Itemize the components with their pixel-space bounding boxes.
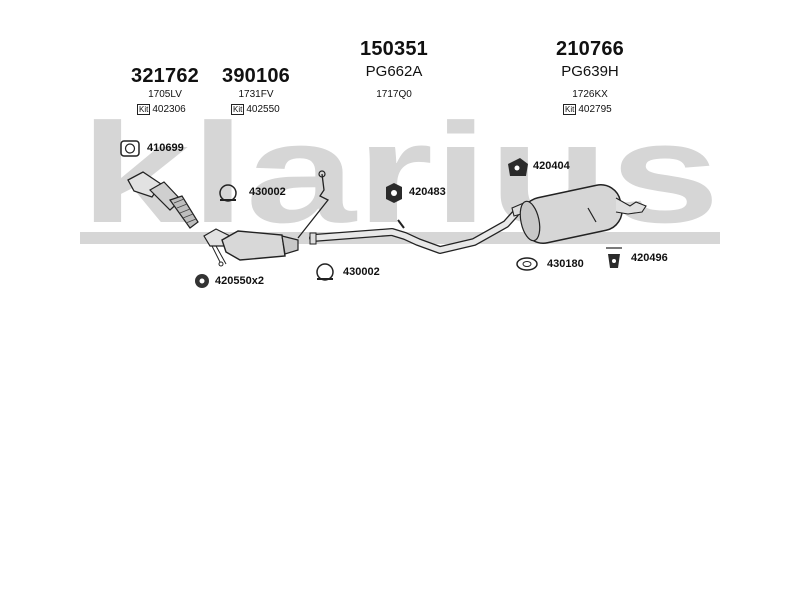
mount-bracket-icon [606, 247, 622, 268]
gasket-410699-drawing [120, 140, 140, 157]
kit-number: 402306 [152, 104, 186, 115]
rubber-mount-icon [386, 183, 402, 203]
kit-402795: Kit 402795 [563, 104, 612, 115]
part-ref-1717q0: 1717Q0 [376, 89, 412, 100]
accessory-430002-a: 430002 [249, 186, 286, 198]
lambda-sensor-drawing [297, 170, 330, 239]
rear-silencer-210766-drawing [511, 184, 647, 244]
accessory-420404: 420404 [533, 160, 570, 172]
accessory-430180: 430180 [547, 258, 584, 270]
accessory-430002-b: 430002 [343, 266, 380, 278]
kit-402550: Kit 402550 [231, 104, 280, 115]
part-ref-1726kx: 1726KX [572, 89, 608, 100]
kit-number: 402795 [578, 104, 612, 115]
accessory-420483: 420483 [409, 186, 446, 198]
kit-icon: Kit [563, 104, 577, 115]
clamp-icon [316, 263, 334, 281]
part-number-210766: 210766 [556, 38, 624, 60]
rubber-mount-icon [195, 274, 209, 288]
accessory-420496: 420496 [631, 252, 668, 264]
kit-402306: Kit 402306 [137, 104, 186, 115]
gasket-icon [516, 257, 538, 271]
part-sub-pg639h: PG639H [561, 63, 619, 80]
part-ref-1705lv: 1705LV [148, 89, 182, 100]
part-number-390106: 390106 [222, 65, 290, 87]
front-pipe-321762-drawing [127, 171, 199, 229]
clamp-icon [219, 184, 237, 202]
part-number-321762: 321762 [131, 65, 199, 87]
accessory-410699: 410699 [147, 142, 184, 154]
rubber-mount-icon [508, 158, 528, 176]
kit-icon: Kit [231, 104, 245, 115]
centre-pipe-150351-drawing [309, 210, 519, 254]
kit-number: 402550 [246, 104, 280, 115]
part-number-150351: 150351 [360, 38, 428, 60]
kit-icon: Kit [137, 104, 151, 115]
part-ref-1731fv: 1731FV [238, 89, 274, 100]
accessory-420550x2: 420550x2 [215, 275, 264, 287]
part-sub-pg662a: PG662A [365, 63, 423, 80]
catalytic-converter-390106-drawing [203, 228, 299, 267]
